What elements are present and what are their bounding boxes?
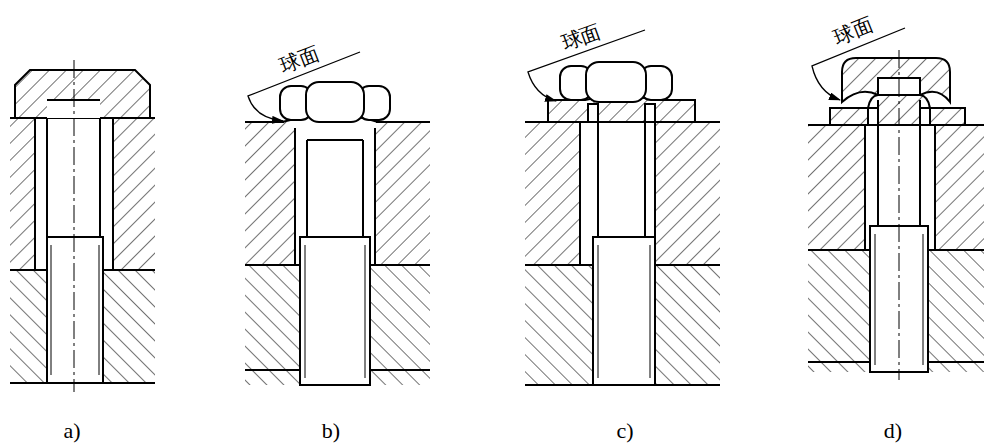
figure-letter: c) (614, 420, 635, 442)
figure-letter: a) (61, 420, 82, 442)
surface-label: 球面 (829, 13, 877, 48)
figure-a (10, 60, 155, 392)
surface-label: 球面 (557, 20, 605, 54)
figure-letter: d) (882, 420, 904, 442)
surface-label: 球面 (275, 42, 323, 76)
figure-d (808, 28, 984, 380)
figure-letter: b) (320, 420, 342, 442)
figure-c (525, 30, 720, 385)
figure-b (245, 52, 430, 385)
